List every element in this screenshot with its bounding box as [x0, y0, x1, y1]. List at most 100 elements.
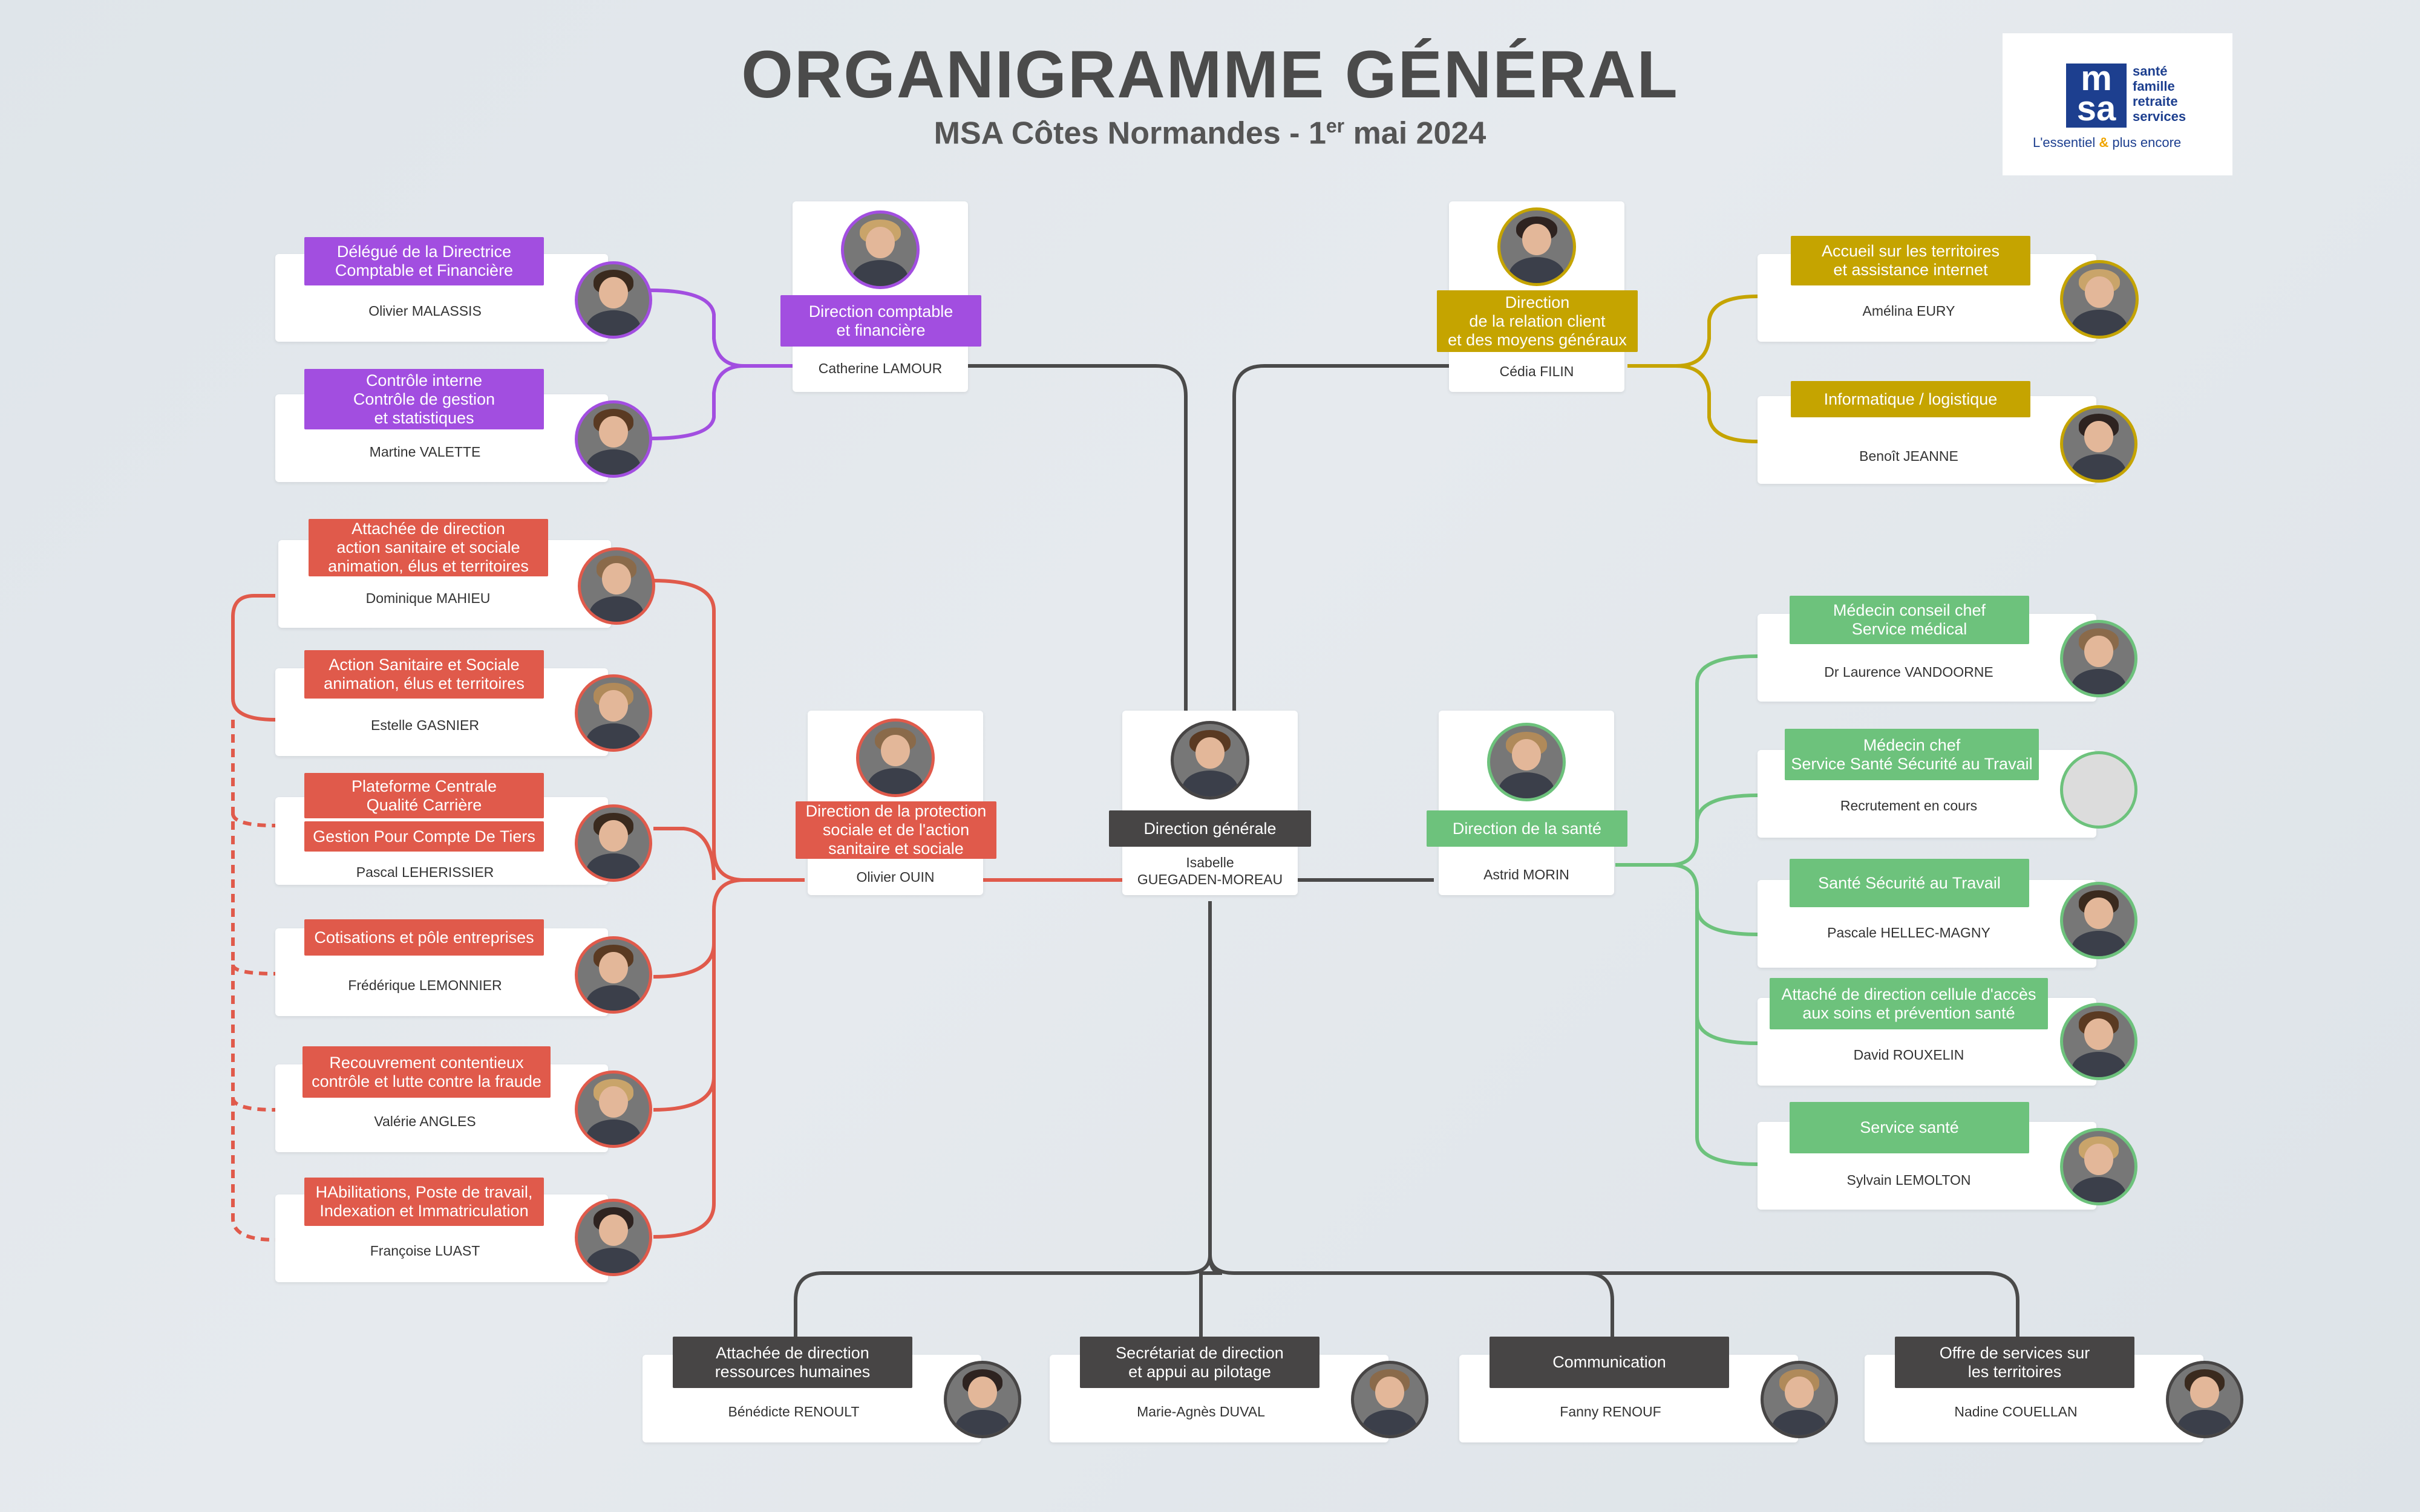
person-icon [2166, 1361, 2243, 1438]
node-role-label: Attachée de direction action sanitaire e… [309, 519, 548, 576]
connector-sante-c [1695, 793, 1758, 1045]
connector-bottom-right [1208, 1254, 2019, 1340]
node-person-name: Dr Laurence VANDOORNE [1824, 664, 1993, 680]
node-person-name: Benoît JEANNE [1859, 448, 1958, 464]
logo-word: santé [2133, 64, 2168, 79]
node-role-label-2: Gestion Pour Compte De Tiers [304, 821, 544, 852]
connector-protection-e [653, 1076, 716, 1112]
msa-logo-tagline: L'essentiel & plus encore [2033, 135, 2181, 151]
node-role-label: Service santé [1790, 1102, 2029, 1153]
connector-finance-2 [650, 364, 745, 440]
node-person-name: Marie-Agnès DUVAL [1137, 1404, 1265, 1419]
node-role-label: Contrôle interne Contrôle de gestion et … [304, 369, 544, 429]
node-person-name: Valérie ANGLES [374, 1113, 476, 1129]
node-role-label: Recouvrement contentieux contrôle et lut… [302, 1046, 551, 1098]
node-role-label: Médecin conseil chef Service médical [1790, 596, 2029, 644]
person-icon [856, 719, 935, 797]
subtitle-text: MSA Côtes Normandes - 1 [934, 116, 1326, 151]
connector-finance [650, 288, 793, 368]
node-person-name: Cédia FILIN [1499, 363, 1574, 379]
node-role-label: Santé Sécurité au Travail [1790, 859, 2029, 907]
person-icon [2060, 1128, 2137, 1205]
node-person-name: Recrutement en cours [1840, 798, 1978, 813]
person-icon [575, 674, 652, 752]
person-icon [575, 1070, 652, 1148]
node-person-name: Martine VALETTE [369, 444, 481, 460]
connector-relation-main [1232, 364, 1452, 711]
node-role-label: Accueil sur les territoires et assistanc… [1791, 236, 2030, 285]
node-person-name: Nadine COUELLAN [1954, 1404, 2078, 1419]
node-person-name: Sylvain LEMOLTON [1846, 1172, 1971, 1188]
node-role-label: Offre de services sur les territoires [1895, 1337, 2134, 1388]
page-title: ORGANIGRAMME GÉNÉRAL [741, 37, 1679, 112]
connector-bottom-left [794, 1254, 1223, 1340]
person-icon [2060, 882, 2137, 959]
node-person-name: Pascale HELLEC-MAGNY [1827, 925, 1990, 940]
node-person-name: Isabelle GUEGADEN-MOREAU [1137, 855, 1283, 887]
logo-word: famille [2133, 79, 2175, 94]
node-person-name: Dominique MAHIEU [365, 590, 491, 606]
person-icon [1761, 1361, 1838, 1438]
node-person-name: David ROUXELIN [1853, 1047, 1964, 1063]
person-icon [1171, 721, 1249, 800]
node-person-name: Olivier OUIN [856, 869, 935, 885]
person-icon [575, 936, 652, 1014]
empty-photo-icon [2060, 751, 2137, 829]
person-icon [575, 1199, 652, 1276]
subtitle-date: mai 2024 [1344, 116, 1486, 151]
connector-finance-main [968, 364, 1188, 711]
node-role-label: Communication [1490, 1337, 1729, 1388]
node-person-name: Fanny RENOUF [1560, 1404, 1661, 1419]
node-role-label: Délégué de la Directrice Comptable et Fi… [304, 237, 544, 285]
page-subtitle: MSA Côtes Normandes - 1er mai 2024 [0, 115, 2420, 151]
person-icon [2060, 405, 2137, 483]
subtitle-sup: er [1326, 115, 1345, 137]
person-icon [575, 804, 652, 882]
connector-dashed [231, 720, 276, 1242]
node-role-label: HAbilitations, Poste de travail, Indexat… [304, 1178, 544, 1226]
node-person-name: Françoise LUAST [370, 1243, 480, 1259]
connector-sante [1615, 654, 1758, 867]
tagline-text-2: plus encore [2108, 135, 2182, 150]
person-icon [575, 261, 652, 339]
person-icon [2060, 1003, 2137, 1080]
person-icon [841, 210, 920, 289]
node-role-label: Direction de la santé [1427, 810, 1627, 847]
node-person-name: Olivier MALASSIS [368, 303, 482, 319]
node-role-label: Direction de la relation client et des m… [1437, 290, 1638, 352]
connector-protection [653, 579, 805, 882]
node-role-label: Direction générale [1109, 810, 1311, 847]
connector-relation-2 [1675, 364, 1758, 443]
node-role-label: Attaché de direction cellule d'accès aux… [1770, 978, 2048, 1029]
connector-sante-b [1669, 863, 1758, 1166]
node-role-label: Informatique / logistique [1791, 381, 2030, 417]
person-icon [1487, 723, 1566, 801]
node-role-label: Cotisations et pôle entreprises [304, 919, 544, 956]
logo-word: services [2133, 109, 2186, 124]
person-icon [575, 400, 652, 478]
node-role-label: Direction comptable et financière [780, 295, 981, 347]
node-role-label: Direction de la protection sociale et de… [796, 801, 996, 859]
node-role-label: Action Sanitaire et Sociale animation, é… [304, 650, 544, 699]
node-role-label: Médecin chef Service Santé Sécurité au T… [1785, 729, 2039, 780]
node-person-name: Catherine LAMOUR [818, 360, 943, 376]
node-person-name: Pascal LEHERISSIER [356, 864, 494, 880]
tagline-text: L'essentiel [2033, 135, 2099, 150]
connector-relation [1627, 295, 1758, 368]
connector-mahieu [231, 594, 276, 722]
node-person-name: Amélina EURY [1862, 303, 1955, 319]
person-icon [1351, 1361, 1428, 1438]
person-icon [2060, 260, 2139, 339]
node-role-label: Plateforme Centrale Qualité Carrière [304, 773, 544, 818]
tagline-amp: & [2099, 135, 2109, 150]
person-icon [944, 1361, 1021, 1438]
node-role-label: Secrétariat de direction et appui au pil… [1080, 1337, 1320, 1388]
person-icon [578, 547, 655, 625]
person-icon [2060, 620, 2137, 697]
connector-protection-c [653, 827, 716, 881]
title-block: ORGANIGRAMME GÉNÉRAL [0, 36, 2420, 113]
